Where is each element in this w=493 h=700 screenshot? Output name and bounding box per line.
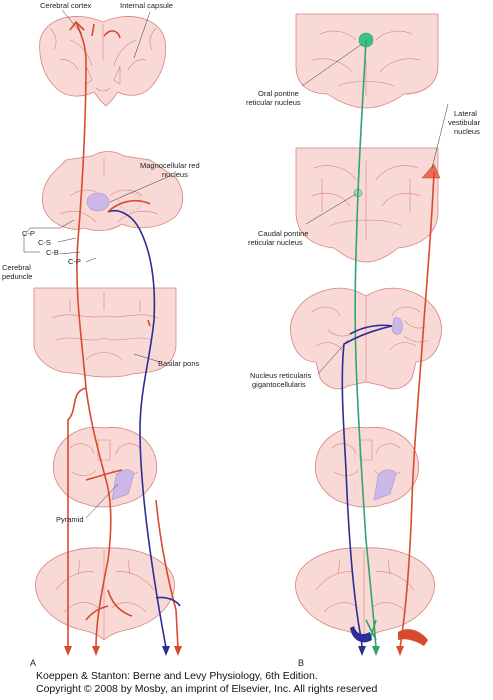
panel-b-sections — [290, 13, 442, 641]
caption-line-1: Koeppen & Stanton: Berne and Levy Physio… — [36, 670, 318, 682]
corticospinal-tract-red — [75, 21, 112, 649]
label-cp-top: C-P — [22, 229, 35, 238]
label-cs: C-S — [38, 238, 51, 247]
panel-label-a: A — [30, 658, 36, 668]
rubrospinal-tract-blue — [107, 210, 167, 649]
upper-pons-section-b — [295, 13, 439, 109]
pointer-lines — [23, 9, 449, 519]
label-magnocellular-red-nucleus-2: nucleus — [162, 170, 188, 179]
label-cerebral-peduncle-1: Cerebral — [2, 263, 31, 272]
caudal-pons-section-b — [295, 147, 441, 263]
red-nucleus-tract — [107, 199, 151, 327]
arrowhead-a1 — [64, 646, 72, 656]
label-nucleus-reticularis-2: gigantocellularis — [252, 380, 306, 389]
label-cerebral-cortex: Cerebral cortex — [40, 1, 92, 10]
label-lateral-vestibular-3: nucleus — [454, 127, 480, 136]
pons-section-a — [33, 287, 177, 378]
midbrain-section-a — [41, 151, 184, 232]
label-caudal-pontine-2: reticular nucleus — [248, 238, 303, 247]
arrowhead-a3 — [162, 646, 170, 656]
label-magnocellular-red-nucleus-1: Magnocellular red — [140, 161, 200, 170]
label-cb: C-B — [46, 248, 59, 257]
label-oral-pontine-1: Oral pontine — [258, 89, 299, 98]
caption-line-2: Copyright © 2008 by Mosby, an imprint of… — [36, 683, 378, 695]
upper-medulla-section-b — [290, 287, 442, 390]
ventral-horn-red — [398, 629, 428, 646]
medullary-reticulospinal-blue — [341, 325, 393, 649]
label-cerebral-peduncle-2: peduncle — [2, 272, 32, 281]
arrowhead-b1 — [358, 646, 366, 656]
lateral-vestibulospinal-red — [399, 171, 435, 649]
panel-label-b: B — [298, 658, 304, 668]
label-lateral-vestibular-2: vestibular — [448, 118, 481, 127]
spinal-tract-a-right — [155, 499, 179, 649]
label-caudal-pontine-1: Caudal pontine — [258, 229, 308, 238]
lower-medulla-section-b — [314, 426, 420, 508]
corticobulbar-branch-red — [67, 387, 87, 648]
medulla-section-a — [52, 426, 158, 508]
spinal-branch-red — [85, 589, 133, 621]
panel-b-pathways — [341, 39, 435, 656]
labels: Cerebral cortex Internal capsule Magnoce… — [2, 1, 481, 668]
figure-caption: Koeppen & Stanton: Berne and Levy Physio… — [36, 670, 486, 696]
label-basilar-pons: Basilar pons — [158, 359, 200, 368]
pontine-reticulospinal-green — [354, 39, 377, 649]
label-cp-bottom: C-P — [68, 257, 81, 266]
arrowhead-a4 — [174, 646, 182, 656]
label-pyramid: Pyramid — [56, 515, 84, 524]
panel-a-sections — [33, 16, 184, 641]
panel-a-pathways — [64, 20, 182, 656]
label-oral-pontine-2: reticular nucleus — [246, 98, 301, 107]
label-nucleus-reticularis-1: Nucleus reticularis — [250, 371, 312, 380]
arrowhead-b2 — [372, 646, 380, 656]
arrowhead-a2 — [92, 646, 100, 656]
coronal-brain-section — [39, 16, 167, 107]
pyramid-decussation-red — [85, 469, 123, 481]
spinal-cord-section-b — [295, 547, 435, 641]
ventral-horn-blue — [350, 626, 372, 643]
spinal-cord-section-a — [35, 547, 175, 641]
label-internal-capsule: Internal capsule — [120, 1, 173, 10]
arrowhead-b3 — [396, 646, 404, 656]
label-lateral-vestibular-1: Lateral — [454, 109, 477, 118]
